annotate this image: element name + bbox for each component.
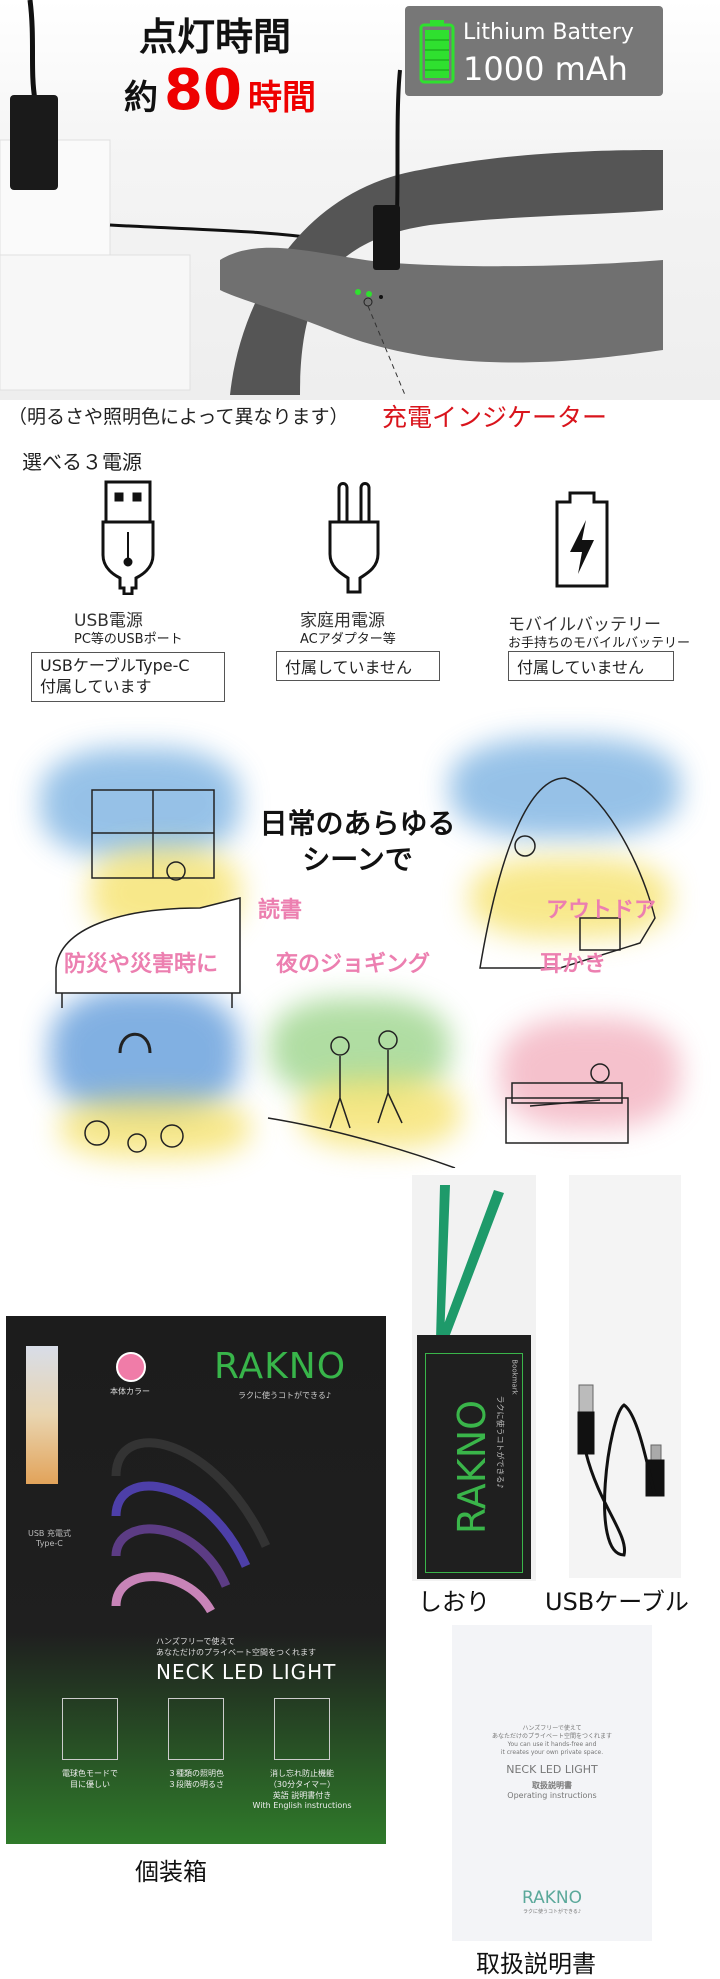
usb-plug-icon — [101, 480, 155, 595]
battery-bolt-icon — [555, 491, 609, 588]
feature-3-line2: （30分タイマー） — [268, 1780, 336, 1789]
body-color-label: 本体カラー — [110, 1387, 150, 1396]
usb-charge-line: USB 充電式 — [28, 1529, 71, 1538]
night-jogging-illustration — [267, 1030, 456, 1168]
manual-copy-line2: あなただけのプライベート空間をつくれます — [491, 1733, 612, 1740]
feature-1-text: 電球色モードで目に優しい — [50, 1768, 130, 1790]
feature-3-line4: With English instructions — [252, 1801, 352, 1810]
package-caption: 個装箱 — [135, 1858, 207, 1886]
bookmark-card: RAKNO ラクに使うコトができる♪ Bookmark — [417, 1335, 531, 1579]
hours-unit: 時間 — [247, 78, 316, 118]
usb-type-line: Type-C — [36, 1539, 63, 1548]
green-ribbon — [436, 1185, 504, 1340]
manual-title-ja: 取扱説明書 — [532, 1781, 572, 1790]
feature-2-line2: ３段階の明るさ — [168, 1780, 224, 1789]
bookmark-photo: RAKNO ラクに使うコトができる♪ Bookmark — [412, 1175, 536, 1581]
neckband-charging-photo — [0, 0, 663, 396]
neck-light-variants — [111, 1438, 271, 1614]
feature-1-line1: 電球色モードで — [62, 1769, 118, 1778]
disaster-prep-illustration — [84, 1032, 184, 1153]
usb-cable-image — [577, 1384, 665, 1557]
bookmark-caption: しおり — [418, 1588, 490, 1616]
package-copy-line2: あなただけのプライベート空間をつくれます — [156, 1648, 316, 1657]
manual-product-name: NECK LED LIGHT — [506, 1763, 598, 1776]
scenes-heading-line2: シーンで — [302, 843, 413, 876]
ac-power-sub: ACアダプター等 — [300, 632, 396, 647]
lighting-time-title: 点灯時間 — [138, 15, 291, 59]
scene-outdoor: アウトドア — [546, 898, 657, 923]
usb-power-label: USB電源 — [74, 611, 143, 631]
approx-label: 約 — [124, 78, 159, 118]
stopwatch-icon — [274, 1698, 330, 1760]
usb-note-line2: 付属しています — [40, 677, 152, 696]
scene-ear-cleaning: 耳かき — [540, 952, 607, 977]
scenes-heading-line1: 日常のあらゆる — [259, 807, 456, 840]
eye-hand-icon — [62, 1698, 118, 1760]
scene-line-art — [55, 777, 656, 1168]
battery-capacity: 1000 mAh — [463, 50, 628, 88]
feature-2-line1: ３種類の照明色 — [168, 1769, 224, 1778]
feature-3-line1: 消し忘れ防止機能 — [270, 1769, 334, 1778]
feature-3-line3: 英語 説明書付き — [272, 1791, 332, 1800]
usb-power-sub: PC等のUSBポート — [74, 632, 183, 647]
mobile-battery-sub: お手持ちのモバイルバッテリー — [508, 636, 691, 651]
package-tagline: ラクに使うコトができる♪ — [238, 1391, 331, 1400]
ac-plug-icon — [328, 482, 380, 594]
manual-title-en: Operating instructions — [507, 1791, 597, 1800]
package-brand-logo: RAKNO — [214, 1346, 347, 1387]
manual-copy-line1: ハンズフリーで使えて — [522, 1725, 582, 1732]
battery-not-included-note: 付属していません — [508, 651, 674, 681]
ear-cleaning-illustration — [505, 1063, 629, 1144]
battery-badge: Lithium Battery 1000 mAh — [405, 6, 663, 96]
reading-in-bed-illustration — [55, 789, 241, 1008]
charge-indicator-label: 充電インジケーター — [382, 403, 608, 432]
power-sources-heading: 選べる３電源 — [22, 450, 142, 474]
scene-night-jogging: 夜のジョギング — [276, 952, 431, 977]
scenes-heading: 日常のあらゆる シーンで — [240, 806, 475, 878]
manual-en-line2: it creates your own private space. — [500, 1749, 604, 1756]
body-color-swatch — [116, 1352, 146, 1382]
manual-en-line1: You can use it hands-free and — [507, 1741, 597, 1748]
battery-full-icon — [419, 20, 455, 84]
usb-cable-caption: USBケーブル — [545, 1588, 689, 1616]
usb-included-note: USBケーブルType-C 付属しています — [31, 652, 225, 702]
brightness-note: （明るさや照明色によって異なります） — [8, 406, 349, 428]
bookmark-tagline: ラクに使うコトができる♪ — [495, 1395, 505, 1489]
scene-disaster: 防災や災害時に — [64, 952, 219, 977]
ac-power-label: 家庭用電源 — [300, 611, 385, 631]
ac-not-included-note: 付属していません — [276, 651, 440, 681]
package-copy: ハンズフリーで使えてあなただけのプライベート空間をつくれます — [156, 1636, 316, 1658]
hours-value: 80 — [164, 58, 242, 123]
scene-reading: 読書 — [258, 898, 303, 923]
feature-1-line2: 目に優しい — [70, 1780, 110, 1789]
usb-cable-photo — [569, 1175, 681, 1578]
battery-type: Lithium Battery — [463, 20, 634, 45]
package-product-name: NECK LED LIGHT — [156, 1660, 337, 1684]
feature-2-text: ３種類の照明色 ３段階の明るさ — [156, 1768, 236, 1790]
scenes-illustration: 日常のあらゆる シーンで 読書 アウトドア 防災や災害時に 夜のジョギング 耳か… — [0, 728, 720, 1168]
bookmark-tag: Bookmark — [510, 1359, 519, 1395]
bookmark-brand-logo: RAKNO — [450, 1399, 494, 1535]
manual-tagline: ラクに使うコトができる♪ — [522, 1909, 582, 1915]
light-color-swatches — [26, 1346, 58, 1484]
sliders-icon — [168, 1698, 224, 1760]
camping-illustration — [479, 777, 656, 969]
usb-note-line1: USBケーブルType-C — [40, 656, 190, 675]
manual-caption: 取扱説明書 — [476, 1950, 596, 1978]
mobile-battery-label: モバイルバッテリー — [508, 615, 661, 635]
manual-brand-logo: RAKNO — [522, 1888, 582, 1908]
package-copy-line1: ハンズフリーで使えて — [156, 1637, 235, 1646]
